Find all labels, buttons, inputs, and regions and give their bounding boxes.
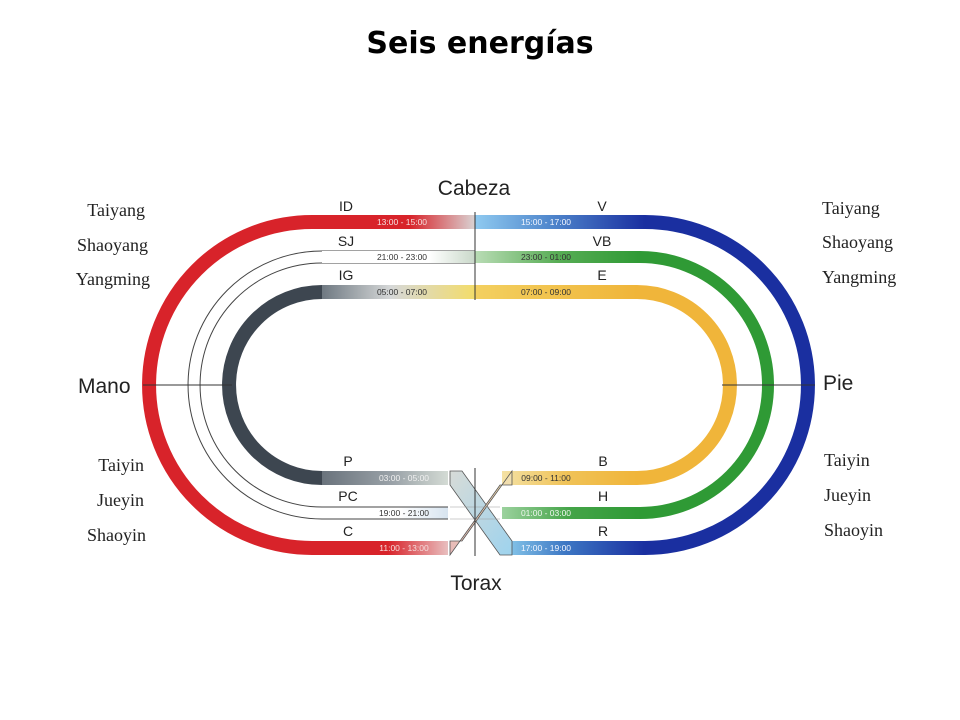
left-yin-label: Jueyin xyxy=(97,490,144,510)
channel-name-v: V xyxy=(597,198,607,214)
left-yin-label: Shaoyin xyxy=(87,525,146,545)
channel-time-p: 03:00 - 05:00 xyxy=(379,473,429,483)
direction-top-label: Cabeza xyxy=(438,177,511,200)
channel-time-id: 13:00 - 15:00 xyxy=(377,217,427,227)
channel-name-b: B xyxy=(598,453,607,469)
right-yin-label: Jueyin xyxy=(824,485,871,505)
channel-name-p: P xyxy=(343,453,352,469)
channel-time-pc: 19:00 - 21:00 xyxy=(379,508,429,518)
left-yin-label: Taiyin xyxy=(98,455,144,475)
channel-name-id: ID xyxy=(339,198,353,214)
channel-time-b: 09:00 - 11:00 xyxy=(521,473,571,483)
channel-time-vb: 23:00 - 01:00 xyxy=(521,252,571,262)
left-yang-label: Shaoyang xyxy=(77,235,148,255)
channel-name-h: H xyxy=(598,488,608,504)
direction-right-label: Pie xyxy=(823,372,853,395)
direction-bottom-label: Torax xyxy=(450,572,502,595)
channel-time-r: 17:00 - 19:00 xyxy=(521,543,571,553)
channel-time-ig: 05:00 - 07:00 xyxy=(377,287,427,297)
channel-name-c: C xyxy=(343,523,353,539)
right-yin-label: Shaoyin xyxy=(824,520,883,540)
channel-time-v: 15:00 - 17:00 xyxy=(521,217,571,227)
channel-ig-p-band xyxy=(222,285,475,485)
channel-name-pc: PC xyxy=(338,488,357,504)
channel-time-c: 11:00 - 13:00 xyxy=(379,543,429,553)
channel-name-r: R xyxy=(598,523,608,539)
direction-left-label: Mano xyxy=(78,375,131,398)
right-yin-label: Taiyin xyxy=(824,450,870,470)
channel-time-h: 01:00 - 03:00 xyxy=(521,508,571,518)
slide-title: Seis energías xyxy=(366,26,594,61)
right-yang-label: Shaoyang xyxy=(822,232,893,252)
channel-name-vb: VB xyxy=(593,233,612,249)
crossover-band-b xyxy=(449,469,513,557)
channel-name-e: E xyxy=(597,267,606,283)
left-yang-label: Yangming xyxy=(76,269,150,289)
channel-time-sj: 21:00 - 23:00 xyxy=(377,252,427,262)
right-yang-label: Yangming xyxy=(822,267,896,287)
channel-e-b-band xyxy=(475,285,737,485)
right-yang-label: Taiyang xyxy=(822,198,880,218)
left-yang-label: Taiyang xyxy=(87,200,145,220)
channel-name-ig: IG xyxy=(339,267,354,283)
channel-time-e: 07:00 - 09:00 xyxy=(521,287,571,297)
channel-name-sj: SJ xyxy=(338,233,354,249)
